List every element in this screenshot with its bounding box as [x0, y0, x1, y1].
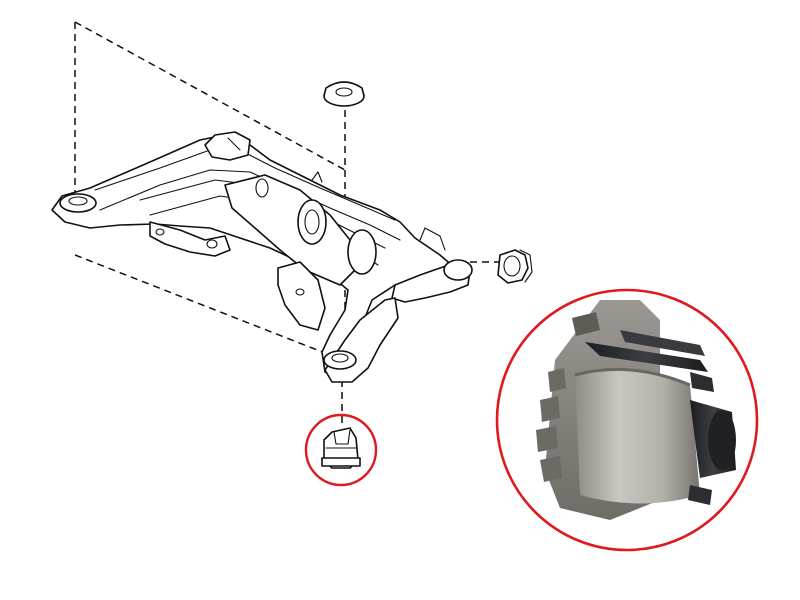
bushing-bottom-mount: [321, 427, 361, 469]
highlight-circle-small: [304, 413, 378, 487]
bushing-rear-side: [497, 249, 533, 284]
bushing-top-mount: [323, 81, 365, 107]
bushing-photo: [497, 290, 757, 550]
highlight-circle-large: [495, 288, 759, 552]
subframe-drawing: [51, 131, 473, 383]
